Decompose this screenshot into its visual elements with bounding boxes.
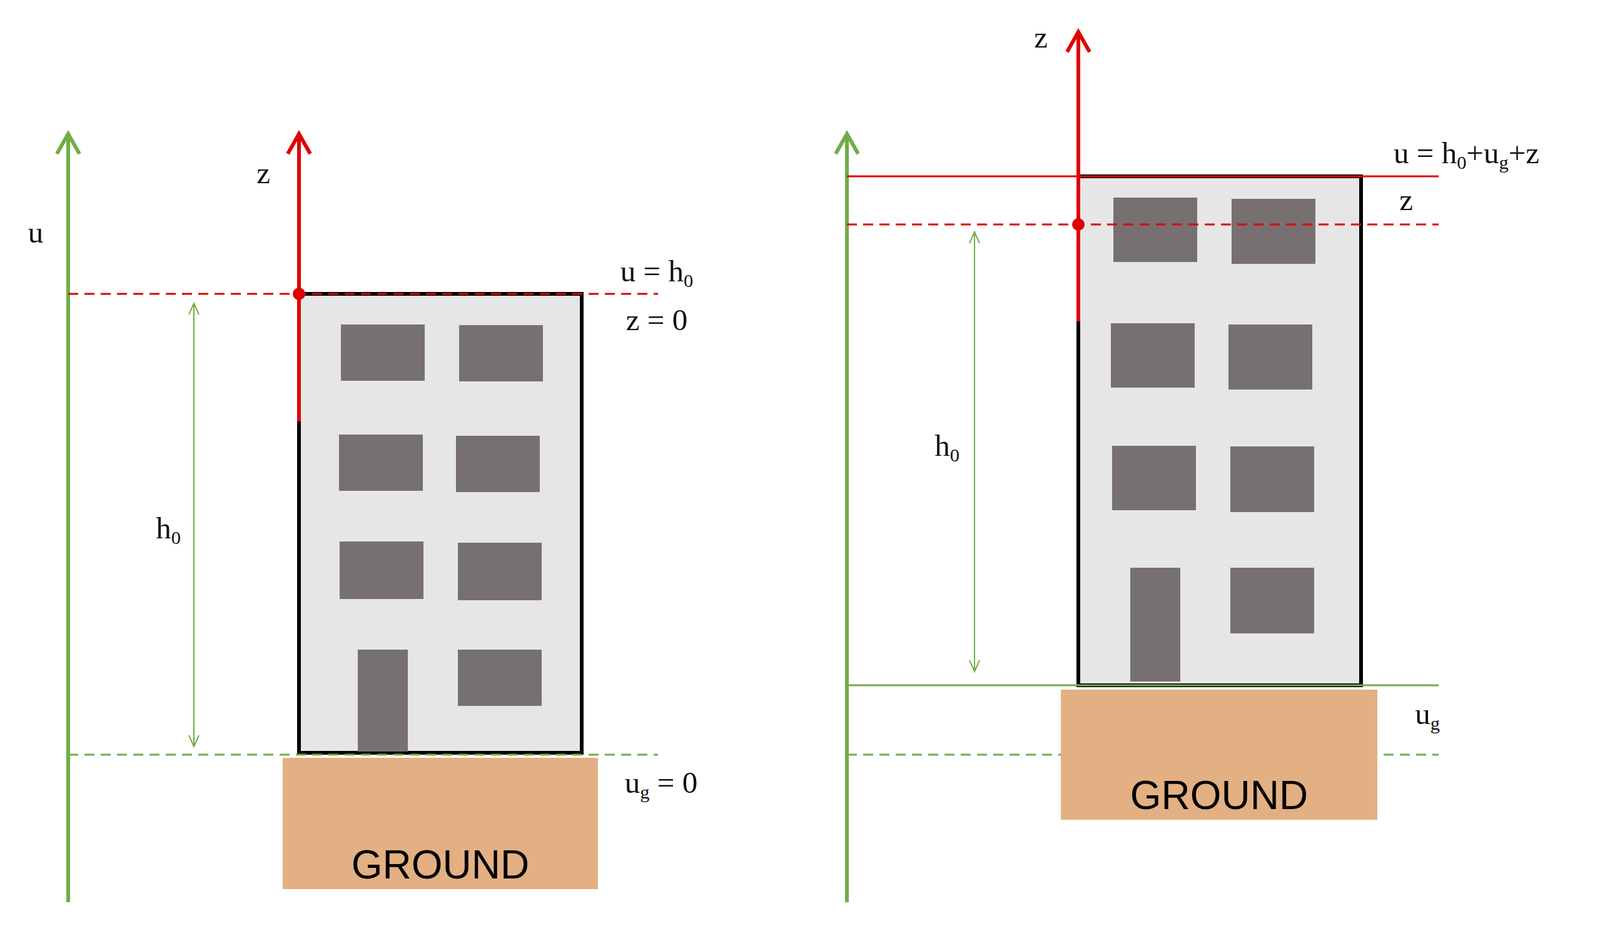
- u-axis: [66, 133, 71, 903]
- u-axis: [845, 133, 849, 903]
- arrow-head: [835, 133, 859, 154]
- arrow-head: [1067, 31, 1090, 52]
- level-line: [846, 175, 1439, 178]
- level-label: u = h0+ug+z: [1393, 136, 1540, 171]
- arrow-head: [56, 133, 80, 154]
- windows: [339, 324, 543, 752]
- z-axis: [297, 133, 301, 422]
- z-axis: [1076, 31, 1081, 322]
- dashed-line: [846, 223, 1439, 226]
- dashed-line: [68, 293, 659, 296]
- ground-label: GROUND: [1130, 773, 1308, 818]
- right-panel: [835, 31, 1439, 903]
- windows: [1110, 197, 1316, 682]
- level-label: z: [1399, 183, 1413, 218]
- dimension-label: h0: [934, 429, 960, 463]
- left-panel: [56, 133, 659, 903]
- level-label: z = 0: [626, 303, 688, 338]
- axis-label: z: [1033, 20, 1048, 55]
- origin-dot: [292, 287, 306, 301]
- ground-block: GROUND: [282, 758, 598, 890]
- axis-label: u: [28, 215, 44, 250]
- dimension-line: [973, 232, 976, 672]
- dimension-label: h0: [155, 511, 181, 546]
- building: [298, 293, 582, 754]
- ground-label: GROUND: [351, 843, 530, 887]
- building: [1078, 176, 1362, 686]
- axis-label: z: [256, 156, 271, 191]
- level-label: ug = 0: [624, 766, 698, 800]
- level-label: ug: [1414, 697, 1440, 732]
- level-label: u = h0: [620, 254, 694, 289]
- ground-block: GROUND: [1060, 689, 1378, 821]
- level-line: [846, 684, 1439, 687]
- dimension-line: [193, 303, 195, 747]
- origin-dot: [1072, 218, 1085, 231]
- arrow-head: [287, 133, 311, 154]
- dashed-line: [68, 754, 659, 757]
